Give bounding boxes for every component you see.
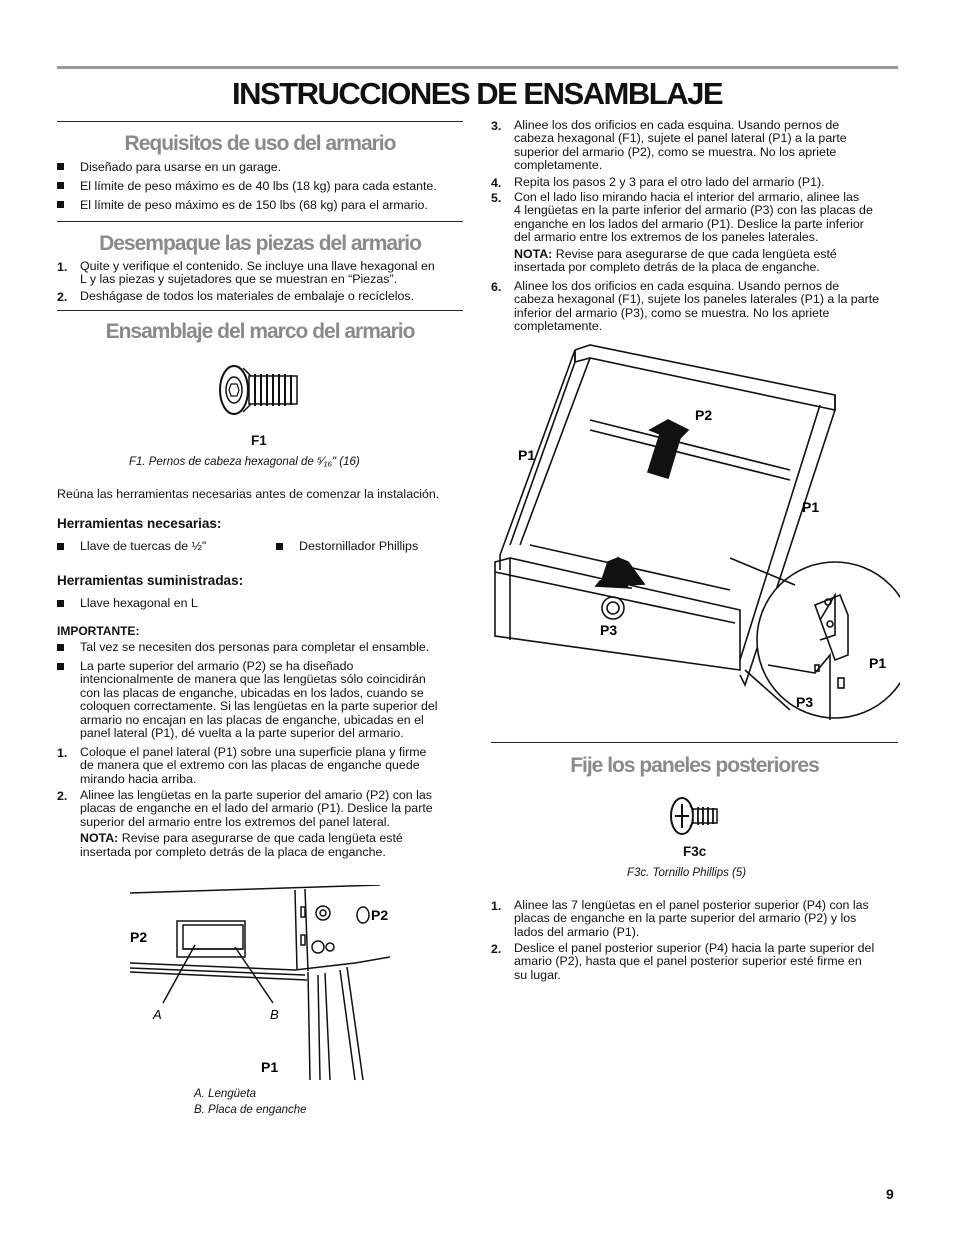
- step-number: 1.: [57, 260, 68, 274]
- figure-caption: B. Placa de enganche: [194, 1104, 307, 1116]
- step-number: 1.: [491, 899, 502, 913]
- figure-caption: F1. Pernos de cabeza hexagonal de ⁵⁄₁₆" …: [129, 456, 360, 468]
- bullet: [57, 182, 64, 189]
- figure-label: F3c: [683, 844, 707, 859]
- list-item: Diseñado para usarse en un garage.: [80, 160, 282, 174]
- step-number: 2.: [57, 290, 68, 304]
- list-item: El límite de peso máximo es de 150 lbs (…: [80, 198, 428, 212]
- list-item: La parte superior del armario (P2) se ha…: [80, 659, 438, 741]
- paragraph: Reúna las herramientas necesarias antes …: [57, 487, 440, 501]
- step-text: Alinee las lengüetas en la parte superio…: [80, 788, 433, 859]
- bullet: [57, 543, 64, 550]
- page-title: INSTRUCCIONES DE ENSAMBLAJE: [232, 76, 724, 111]
- section-rule: [57, 310, 463, 311]
- section-heading-back-panels: Fije los paneles posteriores: [570, 754, 820, 777]
- bullet: [57, 600, 64, 607]
- fig2-label-p2: P2: [371, 907, 388, 923]
- section-heading-requirements: Requisitos de uso del armario: [124, 132, 397, 155]
- page-number: 9: [886, 1186, 894, 1202]
- phillips-screw-illustration: [670, 797, 718, 835]
- fig3-label-p1: P1: [802, 499, 819, 515]
- bullet: [57, 163, 64, 170]
- top-rule: [57, 66, 898, 69]
- cabinet-frame-assembly-diagram: P2 P1 P1 P3 P1 P3: [494, 344, 900, 720]
- step-number: 3.: [491, 119, 502, 133]
- subheading: Herramientas necesarias:: [57, 516, 222, 531]
- bullet: [57, 663, 64, 670]
- fig3-detail-label-p1: P1: [869, 655, 886, 671]
- step-text: Repita los pasos 2 y 3 para el otro lado…: [514, 175, 825, 189]
- fig2-label-b: B: [270, 1007, 279, 1022]
- step-text: Con el lado liso mirando hacia el interi…: [514, 190, 873, 275]
- step-number: 2.: [57, 789, 68, 803]
- step-number: 4.: [491, 176, 502, 190]
- bullet: [57, 644, 64, 651]
- bullet: [276, 543, 283, 550]
- fig3-detail-label-p3: P3: [796, 694, 813, 710]
- fig2-label-a: A: [152, 1007, 162, 1022]
- section-rule: [57, 121, 463, 122]
- fig3-label-p3: P3: [600, 622, 617, 638]
- step-text: Alinee los dos orificios en cada esquina…: [514, 279, 880, 334]
- fig3-label-p1: P1: [518, 447, 535, 463]
- list-item: Llave de tuercas de ½": [80, 539, 207, 553]
- subheading: Herramientas suministradas:: [57, 573, 244, 588]
- step-text: Alinee las 7 lengüetas en el panel poste…: [514, 898, 869, 939]
- section-heading-frame: Ensamblaje del marco del armario: [105, 320, 416, 343]
- fig2-label-p2: P2: [130, 929, 147, 945]
- step-number: 5.: [491, 191, 502, 205]
- bullet: [57, 201, 64, 208]
- list-item: El límite de peso máximo es de 40 lbs (1…: [80, 179, 437, 193]
- step-text: Coloque el panel lateral (P1) sobre una …: [80, 745, 427, 786]
- figure-caption: F3c. Tornillo Phillips (5): [627, 867, 747, 879]
- fig2-label-p1: P1: [261, 1059, 278, 1075]
- step-number: 1.: [57, 746, 68, 760]
- tab-and-hook-plate-diagram: P2 P2 A B P1: [129, 885, 391, 1081]
- list-item: Destornillador Phillips: [299, 539, 419, 553]
- section-rule: [57, 221, 463, 222]
- important-label: IMPORTANTE:: [57, 624, 140, 638]
- fig3-label-p2: P2: [695, 407, 712, 423]
- step-text: Alinee los dos orificios en cada esquina…: [514, 118, 847, 173]
- list-item: Tal vez se necesiten dos personas para c…: [80, 640, 430, 654]
- figure-label: F1: [251, 433, 267, 448]
- step-text: Deshágase de todos los materiales de emb…: [80, 289, 415, 303]
- section-rule: [491, 742, 898, 743]
- figure-caption: A. Lengüeta: [194, 1088, 257, 1100]
- step-text: Deslice el panel posterior superior (P4)…: [514, 941, 875, 982]
- list-item: Llave hexagonal en L: [80, 596, 198, 610]
- section-heading-unpack: Desempaque las piezas del armario: [99, 232, 422, 255]
- hex-bolt-illustration: [219, 365, 298, 415]
- step-text: Quite y verifique el contenido. Se inclu…: [80, 259, 435, 287]
- step-number: 6.: [491, 280, 502, 294]
- step-number: 2.: [491, 942, 502, 956]
